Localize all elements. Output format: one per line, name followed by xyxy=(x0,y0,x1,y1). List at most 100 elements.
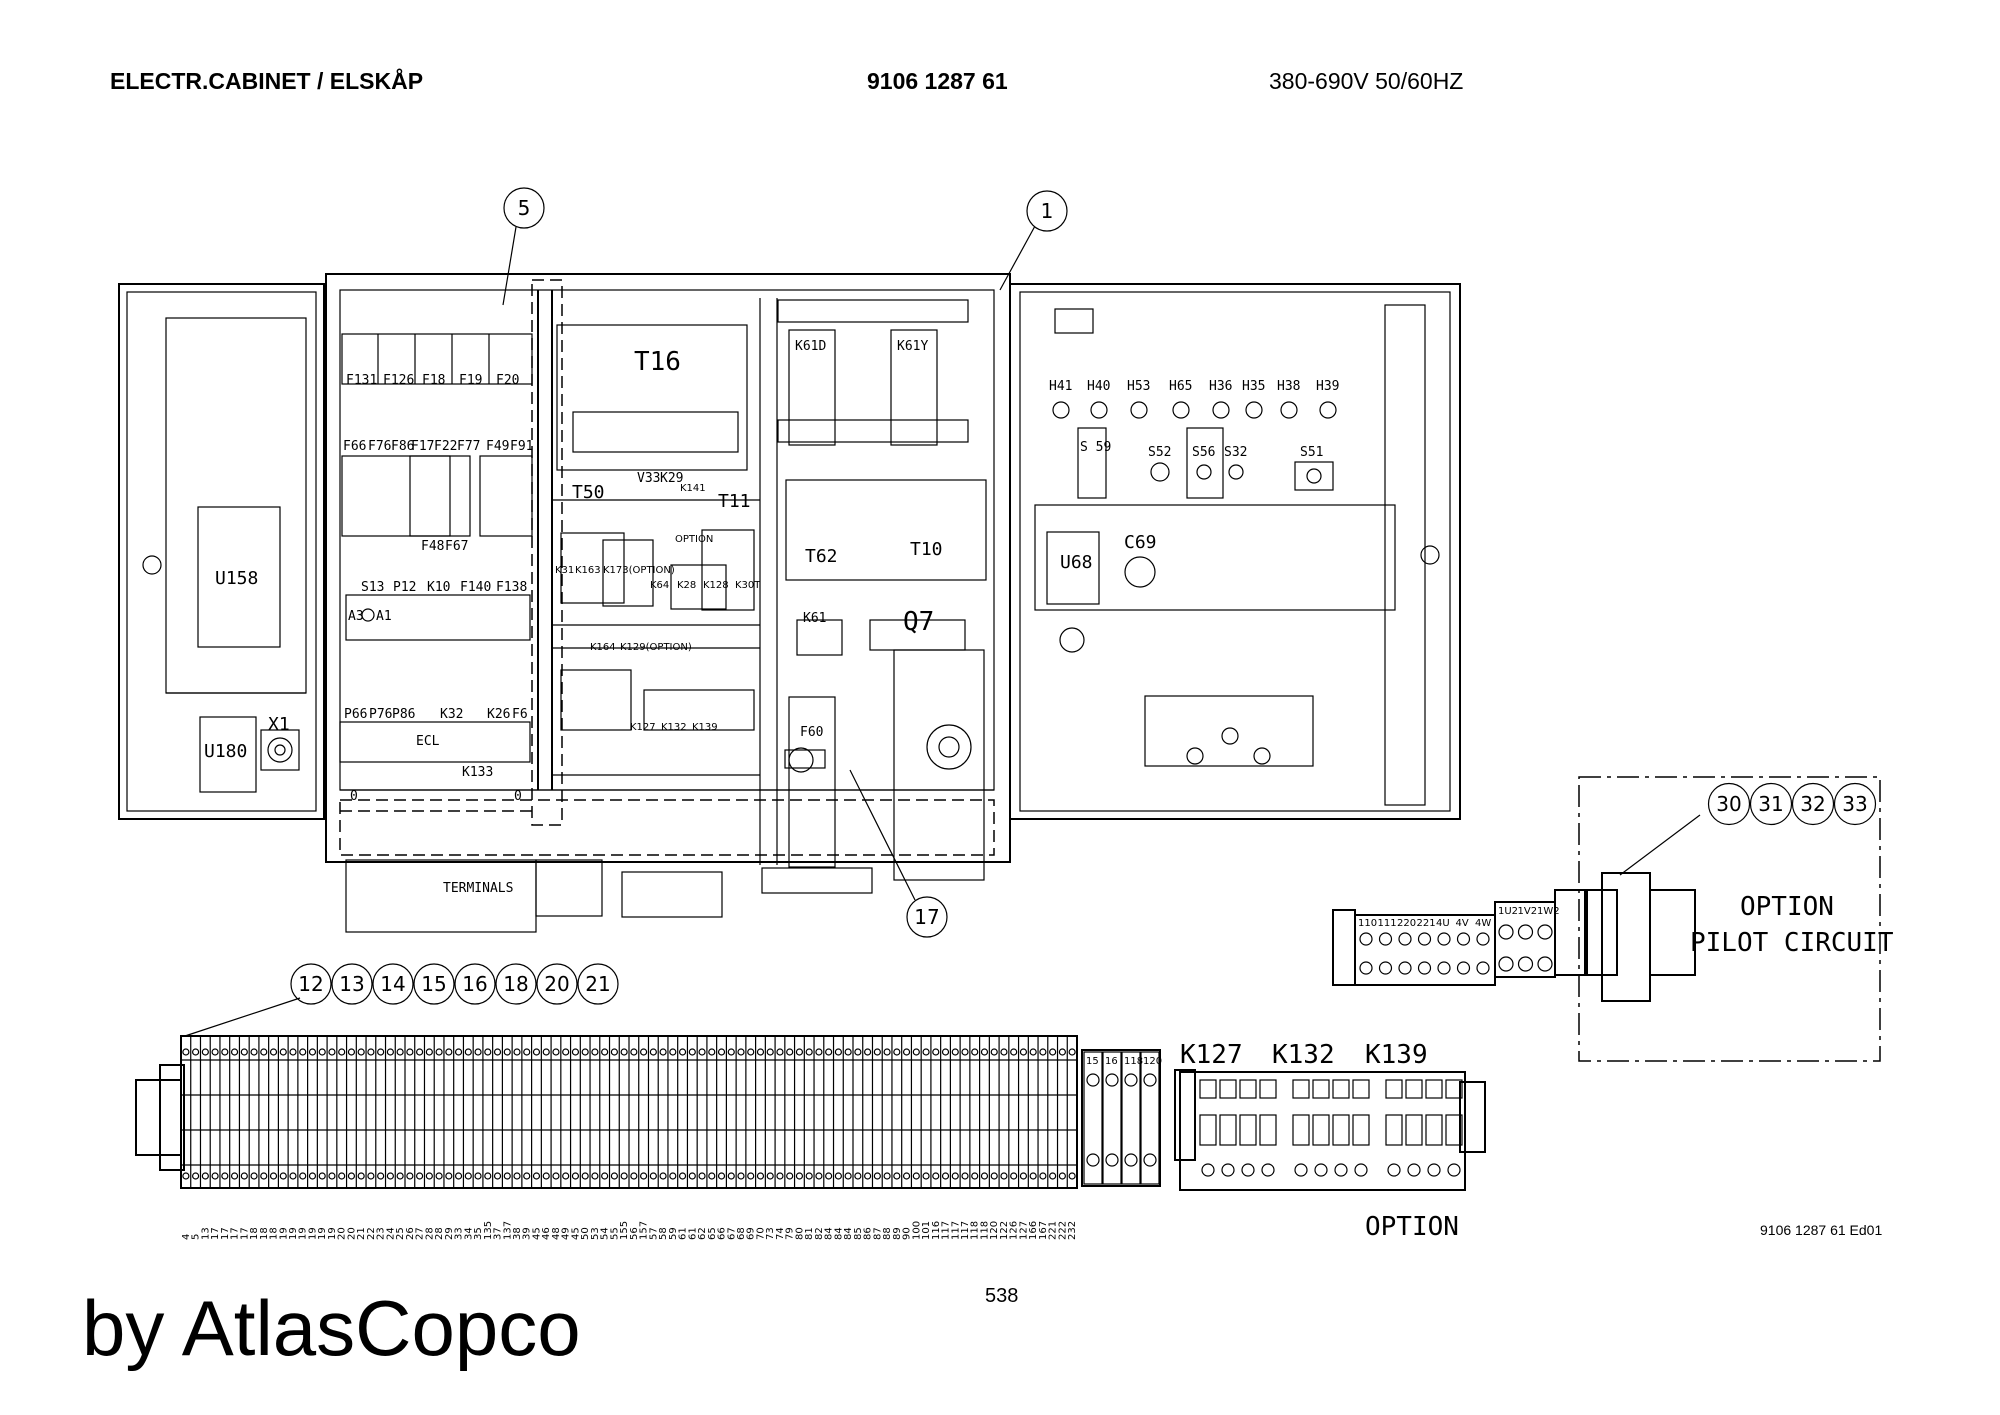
relay-contact xyxy=(1259,1079,1277,1099)
f138-label: F138 xyxy=(496,580,527,595)
terminal-screw-icon xyxy=(357,1048,365,1056)
terminal-number: 84 xyxy=(843,1227,854,1240)
relay-contact xyxy=(1292,1079,1310,1099)
terminal-screw-icon xyxy=(396,1172,404,1180)
terminal-number: 118 xyxy=(970,1221,981,1240)
terminal-number: 34 xyxy=(463,1227,474,1240)
terminal-screw-icon xyxy=(260,1172,268,1180)
terminal-screw-icon xyxy=(941,1172,950,1180)
relay-contact xyxy=(1199,1114,1217,1146)
terminal-screw-icon xyxy=(727,1048,735,1056)
relay-contact xyxy=(1259,1114,1277,1146)
terminal-screw-icon xyxy=(221,1172,229,1180)
screw-icon xyxy=(1261,1163,1275,1177)
balloon-21: 21 xyxy=(585,972,610,996)
terminal-screw-icon xyxy=(1029,1172,1037,1180)
terminal-screw-icon xyxy=(289,1048,297,1056)
terminal-screw-icon xyxy=(269,1172,278,1180)
k64-label: K64 xyxy=(650,580,669,591)
f6-label: F6 xyxy=(512,707,528,722)
terminal-screw-icon xyxy=(873,1172,881,1180)
terminal-screw-icon xyxy=(464,1172,472,1180)
terminal-screw-icon xyxy=(435,1172,443,1180)
terminal-screw-icon xyxy=(338,1048,346,1056)
terminal-screw-icon xyxy=(1058,1048,1066,1056)
s13-pos-a1: A1 xyxy=(376,609,392,624)
terminal-screw-icon xyxy=(532,1048,541,1056)
balloon-circle xyxy=(372,963,414,1005)
indicator-lamp-icon xyxy=(1052,401,1070,419)
screw-icon xyxy=(1241,1163,1255,1177)
balloon-circle xyxy=(1749,782,1793,826)
terminal-screw-icon xyxy=(649,1048,657,1056)
terminal-number: 46 xyxy=(541,1227,552,1240)
door-handle-icon[interactable] xyxy=(1420,545,1440,565)
selector-switch-icon[interactable] xyxy=(361,608,375,622)
terminal-screw-icon xyxy=(542,1172,550,1180)
terminal-screw-icon xyxy=(854,1172,862,1180)
terminal-number: 56 xyxy=(629,1227,640,1240)
fuse-block-label: 15 xyxy=(1086,1056,1099,1067)
terminal-number: 21 xyxy=(356,1227,367,1240)
terminal-screw-icon xyxy=(620,1048,628,1056)
terminal-screw-icon xyxy=(1049,1172,1057,1180)
k129-label: K129(OPTION) xyxy=(620,642,692,653)
terminal-screw-icon xyxy=(902,1048,911,1056)
balloon-30: 30 xyxy=(1716,792,1741,816)
page-number: 538 xyxy=(985,1285,1019,1307)
k128-label: K128 xyxy=(703,580,729,591)
terminal-number: 61 xyxy=(678,1227,689,1240)
document-title: ELECTR.CABINET / ELSKÅP xyxy=(110,68,424,94)
terminal-screw-icon xyxy=(581,1048,589,1056)
screw-icon xyxy=(1498,956,1514,972)
t62-label: T62 xyxy=(805,546,838,567)
terminal-number: 87 xyxy=(872,1227,883,1240)
balloon-12: 12 xyxy=(298,972,323,996)
fuse-block xyxy=(1140,1051,1160,1185)
relay-contact xyxy=(1292,1114,1310,1146)
relay-contact xyxy=(1405,1114,1423,1146)
terminal-number: 89 xyxy=(892,1227,903,1240)
terminal-screw-icon xyxy=(416,1048,424,1056)
relay-k139-label: K139 xyxy=(1365,1040,1428,1070)
terminal-screw-icon xyxy=(279,1172,287,1180)
t11-label: T11 xyxy=(718,491,751,512)
balloon-circle xyxy=(536,963,578,1005)
screw-icon xyxy=(1201,1163,1215,1177)
terminal-screw-icon xyxy=(1019,1048,1028,1056)
terminal-screw-icon xyxy=(474,1048,482,1056)
terminal-screw-icon xyxy=(815,1048,823,1056)
balloon-circle xyxy=(577,963,619,1005)
balloon-circle xyxy=(290,963,332,1005)
fuse-block-label: 118 xyxy=(1124,1056,1143,1067)
terminal-number: 137 xyxy=(502,1221,513,1240)
screw-icon xyxy=(1359,932,1373,946)
terminal-screw-icon xyxy=(786,1172,794,1180)
screw-icon xyxy=(1456,932,1471,946)
terminal-screw-icon xyxy=(873,1048,881,1056)
screw-icon xyxy=(1378,961,1393,975)
k29-label: K29 xyxy=(660,471,683,486)
terminal-number: 53 xyxy=(590,1227,601,1240)
fuse-f19-label: F19 xyxy=(459,373,482,388)
door-handle-icon[interactable] xyxy=(142,555,162,575)
lamp-label-h36: H36 xyxy=(1209,379,1232,394)
terminal-number: 167 xyxy=(1038,1221,1049,1240)
terminal-screw-icon xyxy=(717,1048,726,1056)
terminal-screw-icon xyxy=(328,1172,336,1180)
fuse-f86-label: F86 xyxy=(391,439,414,454)
k32-label: K32 xyxy=(440,707,463,722)
k61d-label: K61D xyxy=(795,339,826,354)
screw-icon xyxy=(1537,956,1553,972)
terminal-screw-icon xyxy=(893,1048,901,1056)
terminal-screw-icon xyxy=(610,1172,618,1180)
balloon-circle xyxy=(1791,782,1835,826)
terminal-screw-icon xyxy=(864,1172,872,1180)
terminal-screw-icon xyxy=(591,1172,599,1180)
screw-icon xyxy=(1437,932,1451,946)
balloon-15: 15 xyxy=(421,972,446,996)
terminal-screw-icon xyxy=(630,1172,638,1180)
terminal-number: 120 xyxy=(989,1221,1000,1240)
p12-label: P12 xyxy=(393,580,416,595)
terminal-number: 122 xyxy=(999,1221,1010,1240)
